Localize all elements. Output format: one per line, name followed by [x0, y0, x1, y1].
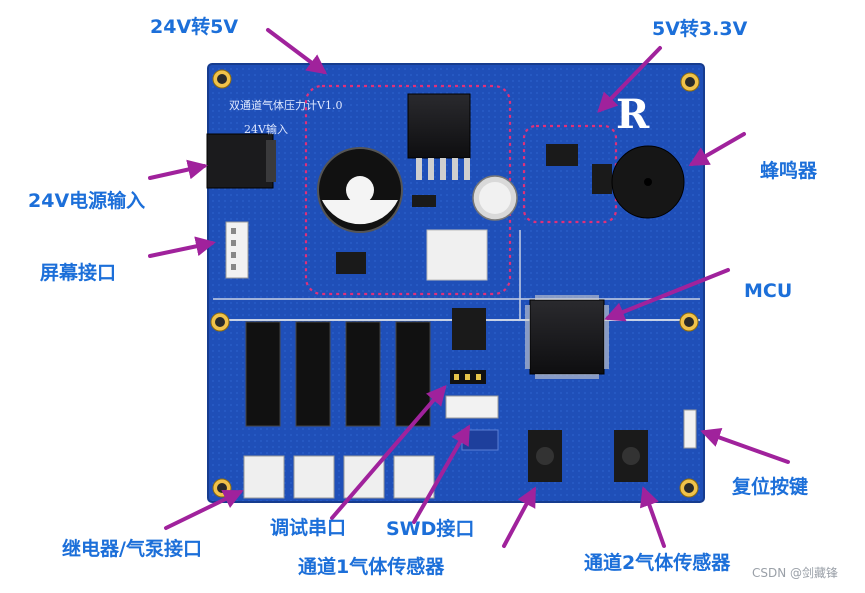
- small-ic: [546, 144, 578, 166]
- dc-power-jack: [206, 133, 276, 189]
- debug-uart-header: [450, 370, 486, 384]
- arrow-conv-24-5: [266, 28, 328, 75]
- conv-24-5-outline: [304, 84, 512, 296]
- small-ic: [412, 195, 436, 207]
- arrow-mcu: [604, 268, 730, 322]
- label-conv-24-5: 24V转5V: [150, 16, 239, 38]
- mounting-holes: [210, 69, 700, 498]
- arrow-screen: [148, 236, 216, 258]
- label-relay: 继电器/气泵接口: [62, 538, 202, 560]
- label-uart: 调试串口: [270, 517, 347, 539]
- buzzer: [611, 145, 685, 219]
- small-ic: [336, 252, 366, 274]
- screen-connector: [225, 221, 249, 279]
- arrow-power-in: [148, 159, 208, 180]
- power-module: [426, 229, 488, 281]
- label-power-in: 24V电源输入: [28, 190, 146, 212]
- swd-connector: [445, 395, 499, 451]
- arrow-swd: [412, 424, 470, 524]
- board-logo-r: R: [616, 91, 650, 138]
- driver-ic: [452, 308, 486, 350]
- conv-5-33-outline: [522, 124, 618, 224]
- silk-title: 双通道气体压力计V1.0: [229, 99, 343, 112]
- watermark: CSDN @剑藏锋: [752, 566, 839, 580]
- arrow-reset: [700, 427, 790, 464]
- label-conv-5-33: 5V转3.3V: [652, 18, 748, 40]
- arrow-buzzer: [688, 132, 746, 166]
- label-screen: 屏幕接口: [40, 262, 117, 284]
- label-swd: SWD接口: [386, 518, 475, 540]
- arrow-sensor1: [502, 486, 536, 548]
- arrow-relay: [164, 490, 244, 530]
- annotation-arrows: [148, 28, 790, 548]
- arrow-conv-5-33: [597, 46, 662, 113]
- small-ic: [592, 164, 612, 194]
- gas-sensor-2: [614, 430, 648, 482]
- label-sensor1: 通道1气体传感器: [298, 556, 445, 578]
- gas-sensor-1: [528, 430, 562, 482]
- mcu-chip: [525, 295, 609, 379]
- label-buzzer: 蜂鸣器: [760, 160, 818, 182]
- relays: [245, 321, 431, 427]
- electrolytic-capacitor: [472, 175, 518, 221]
- silk-power-in: 24V输入: [244, 123, 288, 136]
- label-mcu: MCU: [744, 280, 793, 302]
- to220-regulator: [407, 93, 471, 180]
- arrow-uart: [330, 384, 447, 520]
- power-inductor: [317, 147, 403, 233]
- reset-button-part: [683, 409, 697, 449]
- label-sensor2: 通道2气体传感器: [584, 552, 731, 574]
- label-reset: 复位按键: [732, 476, 809, 498]
- arrow-sensor2: [639, 486, 666, 548]
